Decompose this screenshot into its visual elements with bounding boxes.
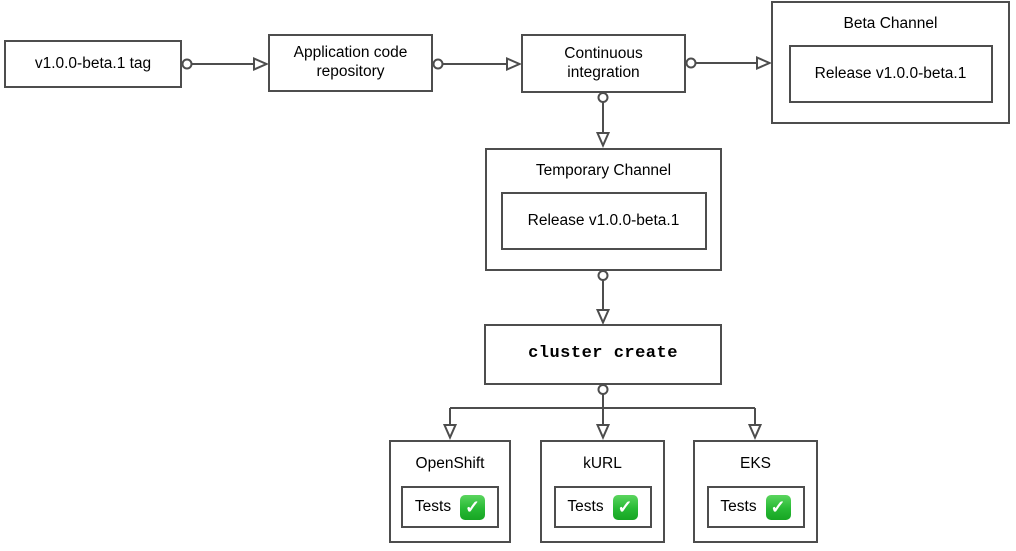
check-mark-button-icon: ✓ (765, 494, 791, 520)
node-openshift: OpenShift Tests ✓ (389, 440, 511, 543)
beta-channel-release-label: Release v1.0.0-beta.1 (814, 64, 967, 82)
temporary-channel-title: Temporary Channel (535, 161, 672, 179)
temporary-channel-release-box: Release v1.0.0-beta.1 (500, 192, 707, 250)
connector-repo-to-ci (432, 56, 522, 72)
connector-temporary-to-cluster-create (595, 270, 611, 325)
openshift-title: OpenShift (415, 454, 485, 472)
eks-title: EKS (739, 454, 771, 472)
node-temporary-channel: Temporary Channel Release v1.0.0-beta.1 (485, 148, 722, 271)
beta-channel-title: Beta Channel (843, 14, 938, 32)
kurl-title: kURL (583, 454, 622, 472)
openshift-tests-box: Tests ✓ (401, 486, 499, 528)
connector-cluster-create-to-clusters (442, 384, 763, 440)
node-version-tag: v1.0.0-beta.1 tag (4, 40, 182, 88)
temporary-channel-release-label: Release v1.0.0-beta.1 (527, 211, 680, 229)
beta-channel-release-box: Release v1.0.0-beta.1 (788, 45, 993, 103)
application-code-repository-label: Application code repository (293, 44, 408, 80)
node-eks: EKS Tests ✓ (693, 440, 818, 543)
cluster-create-label: cluster create (528, 344, 678, 364)
node-beta-channel: Beta Channel Release v1.0.0-beta.1 (771, 1, 1010, 124)
eks-tests-box: Tests ✓ (706, 486, 805, 528)
node-continuous-integration: Continuous integration (521, 34, 686, 93)
eks-tests-label: Tests (720, 497, 757, 515)
node-kurl: kURL Tests ✓ (540, 440, 665, 543)
connector-ci-to-temporary (595, 92, 611, 148)
node-cluster-create: cluster create (484, 324, 722, 385)
openshift-tests-label: Tests (414, 497, 452, 515)
check-mark-button-icon: ✓ (612, 494, 638, 520)
kurl-tests-box: Tests ✓ (553, 486, 652, 528)
connector-ci-to-beta (685, 55, 772, 71)
version-tag-label: v1.0.0-beta.1 tag (34, 54, 152, 72)
node-application-code-repository: Application code repository (268, 34, 433, 92)
continuous-integration-label: Continuous integration (564, 44, 643, 81)
kurl-tests-label: Tests (567, 497, 604, 515)
check-mark-button-icon: ✓ (460, 494, 486, 520)
connector-tag-to-repo (181, 56, 269, 72)
